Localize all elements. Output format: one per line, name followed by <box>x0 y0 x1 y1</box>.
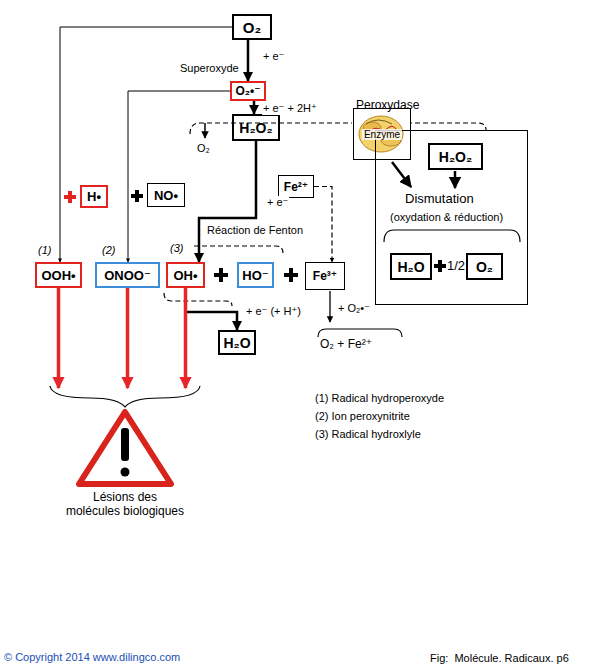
brace <box>50 386 200 407</box>
node-text: H₂O₂ <box>239 120 272 136</box>
node-text: HO⁻ <box>242 268 268 283</box>
node-text: Fe³⁺ <box>313 269 337 283</box>
connector-arrow <box>199 141 256 262</box>
node-text: Enzyme <box>362 129 402 140</box>
small-arrow <box>204 123 206 138</box>
connector-arrow <box>57 288 61 388</box>
connector-arrow <box>186 288 238 330</box>
radical-box: O₂•⁻ <box>230 81 265 101</box>
molecule-box: O₂ <box>232 14 272 40</box>
radical-box: OOH• <box>35 262 82 288</box>
figure-reference: Fig: Molécule. Radicaux. p6 <box>430 652 569 665</box>
warning-mark <box>121 468 130 477</box>
node-text: O₂•⁻ <box>235 84 260 98</box>
node-text: NO• <box>154 188 178 203</box>
ion-box: Fe²⁺ <box>278 175 314 198</box>
reaction-label: Réaction de Fenton <box>207 224 303 237</box>
callout-number: (3) <box>170 242 183 255</box>
connector-arrow <box>247 40 250 81</box>
warning-mark <box>121 428 129 461</box>
warning-node: Lésions des molécules biologiques <box>40 388 210 523</box>
connector-arrow <box>184 288 188 388</box>
product-label: O₂ + Fe²⁺ <box>320 338 372 352</box>
node-text: O₂ <box>476 259 493 275</box>
node-text: Peroxydase <box>356 98 419 112</box>
enzyme-box: Enzyme <box>353 108 411 160</box>
edge-label: + e⁻ <box>262 50 285 63</box>
enzyme-ground <box>352 108 410 160</box>
edge-label: + e⁻ + 2H⁺ <box>262 102 318 115</box>
warning-triangle <box>79 412 171 484</box>
name-label: Superoxyde <box>180 62 239 75</box>
connector-arrow <box>128 91 230 262</box>
molecule-box: H₂O <box>390 253 432 280</box>
process-note: (oxydation & réduction) <box>390 211 503 224</box>
node-text: Lésions des molécules biologiques <box>65 490 185 519</box>
process-label: Dismutation <box>405 192 474 207</box>
node-text: OH• <box>173 268 197 283</box>
formula-label: O₂ <box>197 142 210 155</box>
bracket <box>318 329 402 337</box>
arrow <box>454 171 457 188</box>
molecule-box: O₂ <box>466 253 503 280</box>
node-text: O₂ <box>243 19 261 36</box>
node-text: ONOO⁻ <box>104 268 151 283</box>
dashed-bracket <box>190 123 486 134</box>
note: (2) Ion peroxynitrite <box>315 410 410 423</box>
callout-number: (1) <box>38 244 51 257</box>
arrow <box>329 291 330 322</box>
bracket <box>384 230 520 242</box>
coefficient: 1/2 <box>447 259 465 274</box>
dashed-group <box>194 246 283 253</box>
ion-box: Fe³⁺ <box>305 262 345 290</box>
copyright: © Copyright 2014 www.dilingco.com <box>4 651 180 664</box>
node-text: Fe²⁺ <box>284 180 308 194</box>
ion-box: ONOO⁻ <box>95 262 160 288</box>
node-text: H₂O₂ <box>439 149 472 165</box>
edge-label: + e⁻ (+ H⁺) <box>245 305 302 318</box>
reactant-label: + O₂•⁻ <box>338 302 370 315</box>
radical-box: NO• <box>147 183 185 207</box>
ion-box: HO⁻ <box>237 262 274 288</box>
radical-box: H• <box>80 185 108 208</box>
note: (1) Radical hydroperoxyde <box>315 392 444 405</box>
connector-arrow <box>314 187 332 263</box>
callout-number: (2) <box>102 244 115 257</box>
connector-arrow <box>253 101 256 114</box>
node-text: H₂O <box>223 335 250 351</box>
edge-label: + e⁻ <box>266 196 289 209</box>
radical-box: OH• <box>166 262 205 288</box>
node-text: OOH• <box>41 268 75 283</box>
molecule-box: H₂O <box>218 330 256 355</box>
note: (3) Radical hydroxlyle <box>315 428 421 441</box>
connector-arrow <box>126 288 130 388</box>
arrow <box>392 162 411 187</box>
molecule-box: H₂O₂ <box>232 114 280 141</box>
molecule-box: H₂O₂ <box>428 143 483 170</box>
node-text: H• <box>87 189 101 204</box>
enzyme-illustration <box>359 116 403 152</box>
node-text: H₂O <box>397 259 424 275</box>
dashed-group <box>164 293 232 306</box>
